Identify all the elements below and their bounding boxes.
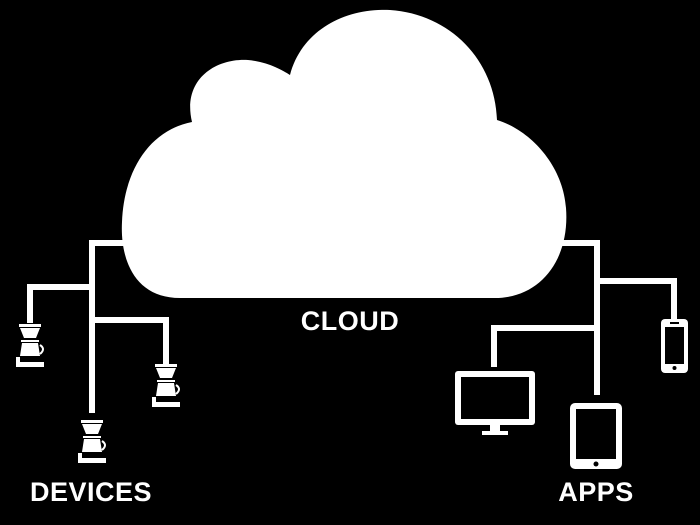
desktop-monitor-icon <box>455 371 535 435</box>
cloud-icon <box>121 9 567 298</box>
apps-wiring <box>491 240 677 395</box>
tablet-icon <box>570 403 622 469</box>
cloud-label: CLOUD <box>301 306 400 336</box>
coffee-maker-icon <box>152 364 180 407</box>
coffee-maker-icon <box>16 324 44 367</box>
smartphone-icon <box>661 319 688 373</box>
devices-wiring <box>27 240 169 413</box>
coffee-maker-icon <box>78 420 106 463</box>
apps-label: APPS <box>558 477 634 507</box>
devices-label: DEVICES <box>30 477 152 507</box>
